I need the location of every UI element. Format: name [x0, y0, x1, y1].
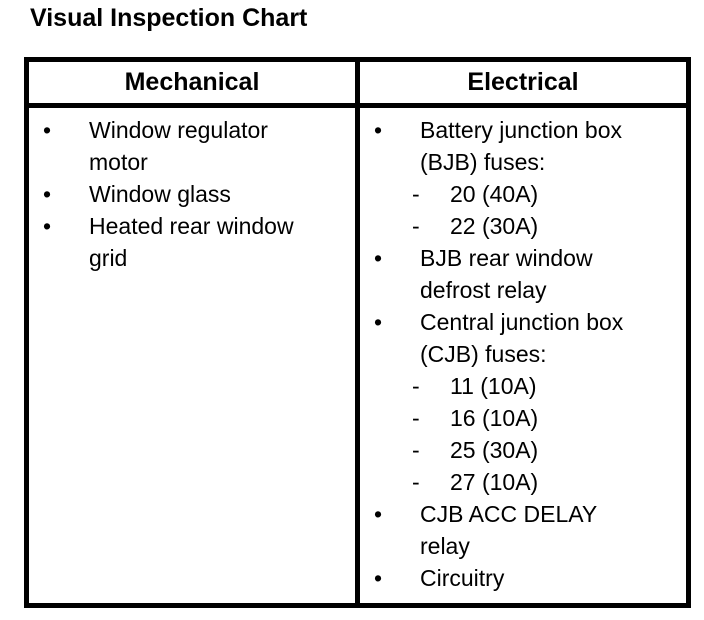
page-title: Visual Inspection Chart	[30, 4, 308, 32]
column-header-mechanical: Mechanical	[124, 68, 260, 96]
dash-icon: -	[412, 213, 420, 239]
sub-list-item: - 16 (10A)	[360, 402, 686, 434]
dash-icon: -	[412, 469, 420, 495]
text-line: (BJB) fuses:	[420, 149, 546, 175]
dash-icon: -	[412, 405, 420, 431]
list-item: • CJB ACC DELAY relay	[360, 498, 686, 562]
text-line: grid	[89, 245, 128, 271]
list-item: • Circuitry	[360, 562, 686, 594]
list-item-text: Central junction box (CJB) fuses:	[420, 306, 686, 370]
bullet-icon: •	[374, 245, 383, 271]
text-line: CJB ACC DELAY	[420, 501, 598, 527]
bullet-icon: •	[374, 501, 383, 527]
sub-list-item: - 20 (40A)	[360, 178, 686, 210]
text-line: (CJB) fuses:	[420, 341, 547, 367]
sub-list-item-text: 16 (10A)	[450, 405, 539, 431]
sub-list-item: - 11 (10A)	[360, 370, 686, 402]
column-divider	[355, 62, 360, 103]
sub-list-item: - 22 (30A)	[360, 210, 686, 242]
list-item: • Central junction box (CJB) fuses:	[360, 306, 686, 370]
sub-list-item-text: 27 (10A)	[450, 469, 539, 495]
list-item: • BJB rear window defrost relay	[360, 242, 686, 306]
list-item: • Window regulator motor	[29, 114, 355, 178]
list-item-text: CJB ACC DELAY relay	[420, 498, 686, 562]
sub-list-item-text: 22 (30A)	[450, 213, 539, 239]
list-item: • Battery junction box (BJB) fuses:	[360, 114, 686, 178]
bullet-icon: •	[43, 181, 52, 207]
list-item-text: Window glass	[89, 178, 355, 210]
column-divider	[355, 108, 360, 603]
electrical-cell: •Battery junction box(BJB) fuses:-20 (40…	[360, 108, 686, 603]
text-line: Window regulator	[89, 117, 268, 143]
sub-list-item-text: 25 (30A)	[450, 437, 539, 463]
sub-list-item-text: 20 (40A)	[450, 181, 539, 207]
sub-list-item-text: 11 (10A)	[450, 373, 537, 399]
text-line: Circuitry	[420, 565, 505, 591]
sub-list-item: - 25 (30A)	[360, 434, 686, 466]
list-item-text: Circuitry	[420, 562, 686, 594]
text-line: Window glass	[89, 181, 231, 207]
mechanical-cell: • Window regulator motor • Window glass • Heat…	[29, 108, 355, 603]
bullet-icon: •	[43, 117, 52, 143]
column-header-electrical: Electrical	[467, 68, 579, 96]
text-line: relay	[420, 533, 470, 559]
list-item-text: Heated rear window grid	[89, 210, 355, 274]
table-body-row: • Window regulator motor • Window glass • Heat…	[29, 108, 686, 603]
visual-inspection-table: Mechanical Electrical • Window regulator m…	[24, 57, 691, 608]
list-item: • Window glass	[29, 178, 355, 210]
text-line: motor	[89, 149, 148, 175]
list-item-text: BJB rear window defrost relay	[420, 242, 686, 306]
list-item: • Heated rear window grid	[29, 210, 355, 274]
list-item-text: Battery junction box (BJB) fuses:	[420, 114, 686, 178]
text-line: Central junction box	[420, 309, 624, 335]
sub-list-item: - 27 (10A)	[360, 466, 686, 498]
text-line: BJB rear window	[420, 245, 593, 271]
bullet-icon: •	[374, 309, 383, 335]
bullet-icon: •	[374, 117, 383, 143]
text-line: Heated rear window	[89, 213, 294, 239]
dash-icon: -	[412, 373, 420, 399]
text-line: defrost relay	[420, 277, 547, 303]
bullet-icon: •	[374, 565, 383, 591]
text-line: Battery junction box	[420, 117, 623, 143]
dash-icon: -	[412, 181, 420, 207]
table-header-row: Mechanical Electrical	[29, 62, 686, 108]
list-item-text: Window regulator motor	[89, 114, 355, 178]
bullet-icon: •	[43, 213, 52, 239]
dash-icon: -	[412, 437, 420, 463]
